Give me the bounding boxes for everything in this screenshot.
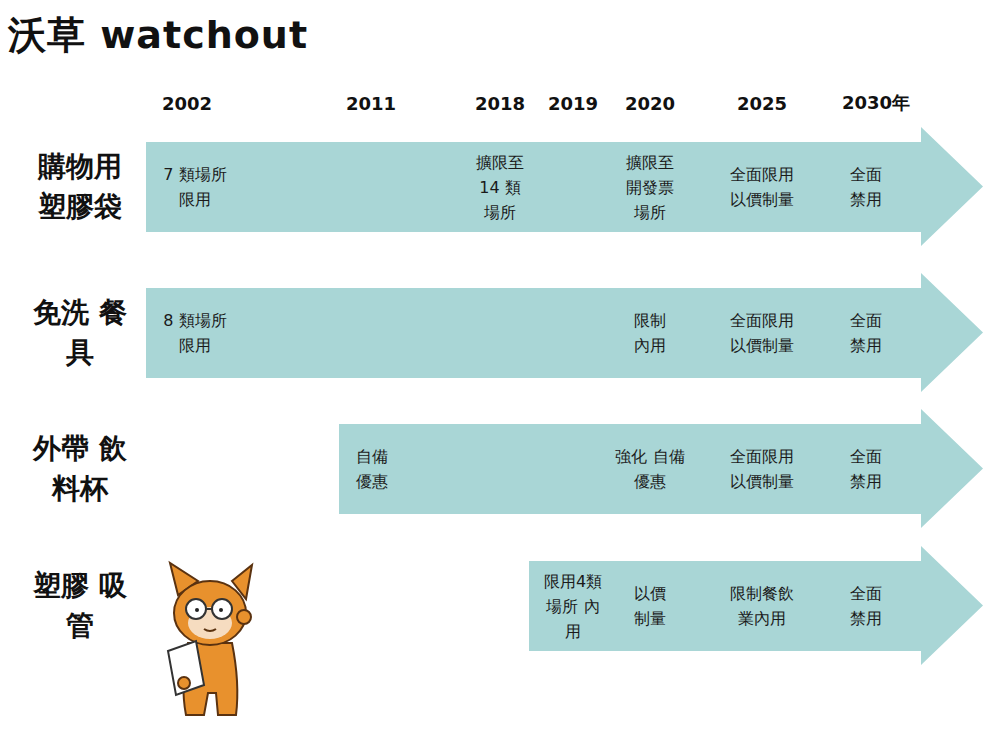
policy-cell-text: 全面限用 以價制量 bbox=[726, 162, 798, 212]
policy-cell-text: 全面 禁用 bbox=[845, 444, 887, 494]
policy-cell-text: 8 類場所 限用 bbox=[153, 308, 237, 358]
row-heading: 免洗 餐具 bbox=[28, 293, 132, 373]
policy-cell-text: 強化 自備優惠 bbox=[614, 444, 686, 494]
policy-cell-text: 7 類場所 限用 bbox=[153, 162, 237, 212]
year-label: 2019 bbox=[548, 93, 598, 114]
year-label: 2020 bbox=[625, 93, 675, 114]
arrow-fill bbox=[339, 409, 983, 528]
arrow-shape bbox=[339, 409, 983, 528]
timeline-arrow-band: 外帶 飲料杯自備 優惠強化 自備優惠全面限用 以價制量全面 禁用 bbox=[339, 409, 983, 528]
arrow-fill bbox=[529, 546, 983, 665]
policy-cell-text: 全面 禁用 bbox=[845, 162, 887, 212]
arrow-fill bbox=[146, 127, 983, 246]
policy-cell-text: 限用4類 場所 內用 bbox=[542, 569, 604, 644]
row-heading: 購物用 塑膠袋 bbox=[28, 147, 132, 227]
year-label: 2018 bbox=[475, 93, 525, 114]
arrow-shape bbox=[146, 127, 983, 246]
policy-cell-text: 擴限至 開發票 場所 bbox=[621, 150, 679, 225]
timeline-arrow-band: 購物用 塑膠袋7 類場所 限用擴限至 14 類 場所擴限至 開發票 場所全面限用… bbox=[146, 127, 983, 246]
mascot-illustration bbox=[160, 555, 260, 720]
year-label: 2002 bbox=[162, 93, 212, 114]
policy-cell-text: 擴限至 14 類 場所 bbox=[471, 150, 529, 225]
row-heading: 塑膠 吸管 bbox=[28, 566, 132, 646]
policy-cell-text: 全面限用 以價制量 bbox=[726, 308, 798, 358]
timeline-arrow-band: 塑膠 吸管限用4類 場所 內用以價 制量限制餐飲 業內用全面 禁用 bbox=[529, 546, 983, 665]
year-label: 2011 bbox=[346, 93, 396, 114]
policy-cell-text: 自備 優惠 bbox=[351, 444, 393, 494]
arrow-fill bbox=[146, 273, 983, 392]
row-heading: 外帶 飲料杯 bbox=[28, 429, 132, 509]
policy-cell-text: 全面限用 以價制量 bbox=[726, 444, 798, 494]
year-label: 2025 bbox=[737, 93, 787, 114]
year-label: 2030年 bbox=[842, 91, 910, 115]
policy-cell-text: 限制 內用 bbox=[629, 308, 671, 358]
policy-cell-text: 限制餐飲 業內用 bbox=[726, 581, 798, 631]
arrow-shape bbox=[146, 273, 983, 392]
timeline-arrow-band: 免洗 餐具8 類場所 限用限制 內用全面限用 以價制量全面 禁用 bbox=[146, 273, 983, 392]
policy-cell-text: 全面 禁用 bbox=[845, 581, 887, 631]
policy-cell-text: 全面 禁用 bbox=[845, 308, 887, 358]
diagram-title: 沃草 watchout bbox=[8, 10, 308, 61]
policy-cell-text: 以價 制量 bbox=[629, 581, 671, 631]
